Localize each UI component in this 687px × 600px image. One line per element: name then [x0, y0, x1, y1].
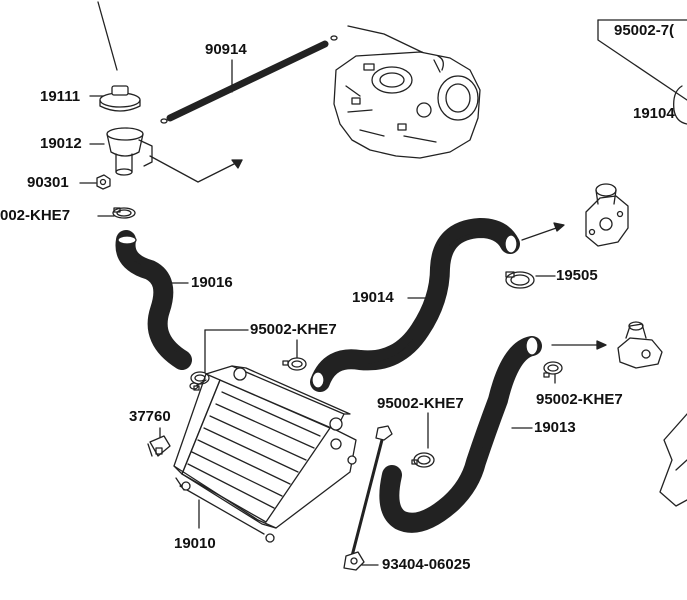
bypass-tube-90914[interactable] [160, 35, 338, 124]
hose-19016[interactable] [115, 230, 192, 370]
nut-90301[interactable] [96, 174, 111, 190]
filler-neck-19012[interactable] [106, 127, 153, 176]
label-95002-top-right[interactable]: 95002-7( [614, 22, 675, 39]
bolt-93404-06025[interactable] [343, 425, 393, 571]
hose-19014[interactable] [310, 218, 520, 392]
hose-clamp-right[interactable] [543, 361, 563, 378]
thermostat-cover[interactable] [617, 321, 663, 369]
label-37760[interactable]: 37760 [129, 408, 171, 425]
label-93404-06025[interactable]: 93404-06025 [382, 556, 471, 573]
label-19016[interactable]: 19016 [191, 274, 233, 291]
hose-19013[interactable] [379, 336, 542, 533]
label-19505[interactable]: 19505 [556, 267, 598, 284]
radiator-19010[interactable] [173, 365, 357, 543]
hose-clamp-center[interactable] [411, 452, 435, 468]
temperature-sensor-37760[interactable] [147, 435, 171, 457]
label-19013[interactable]: 19013 [534, 419, 576, 436]
label-19010[interactable]: 19010 [174, 535, 216, 552]
hose-clamp-19505[interactable] [505, 271, 535, 289]
label-95002-top-left[interactable]: 002-KHE7 [0, 207, 71, 224]
label-90301[interactable]: 90301 [27, 174, 69, 191]
reservoir-tank-fragment [673, 85, 687, 125]
radiator-cap-19111[interactable] [99, 85, 141, 112]
label-19111[interactable]: 19111 [40, 88, 81, 105]
label-95002-right[interactable]: 95002-KHE7 [536, 391, 623, 408]
label-95002-mid-left[interactable]: 95002-KHE7 [250, 321, 337, 338]
cooling-fan-fragment [659, 413, 687, 507]
label-19104[interactable]: 19104 [633, 105, 675, 122]
label-19014[interactable]: 19014 [352, 289, 394, 306]
label-19012[interactable]: 19012 [40, 135, 82, 152]
water-outlet-fitting[interactable] [585, 183, 629, 247]
engine-cylinder-head[interactable] [333, 51, 481, 159]
label-90914[interactable]: 90914 [205, 41, 247, 58]
hose-clamp-top-left[interactable] [112, 207, 136, 219]
hose-clamp-center-left[interactable] [282, 357, 307, 371]
label-95002-center[interactable]: 95002-KHE7 [377, 395, 464, 412]
